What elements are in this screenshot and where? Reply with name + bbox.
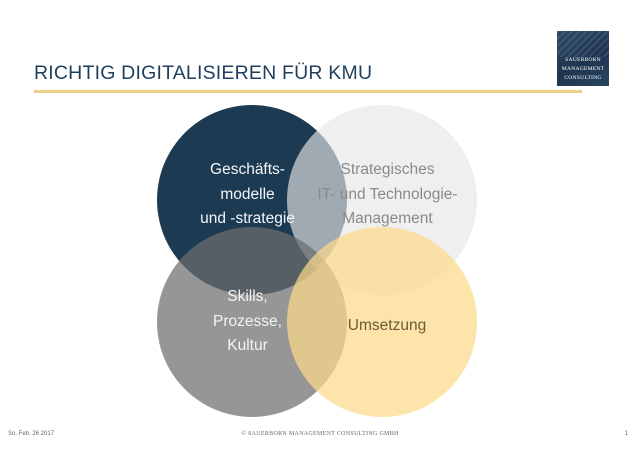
logo-line-3: CONSULTING bbox=[564, 75, 602, 81]
footer-copyright: © SAUERBORN MANAGEMENT CONSULTING GMBH bbox=[241, 431, 399, 437]
logo-line-1: SAUERBORN bbox=[565, 57, 601, 63]
slide-title: RICHTIG DIGITALISIEREN FÜR KMU bbox=[34, 62, 373, 84]
company-logo: SAUERBORN MANAGEMENT CONSULTING bbox=[557, 31, 609, 86]
footer-page-number: 1 bbox=[624, 431, 628, 437]
label-business-strategy: Geschäfts- modelle und -strategie bbox=[200, 161, 295, 227]
label-implementation: Umsetzung bbox=[347, 317, 427, 334]
circle-skills-processes bbox=[157, 227, 347, 417]
label-skills-processes: Skills, Prozesse, Kultur bbox=[213, 288, 282, 354]
title-underline bbox=[34, 90, 582, 93]
logo-line-2: MANAGEMENT bbox=[561, 66, 605, 72]
footer-date: So. Feb. 26 2017 bbox=[8, 431, 55, 437]
logo-artwork bbox=[557, 31, 609, 57]
label-it-management: Strategisches IT- und Technologie- Manag… bbox=[317, 161, 458, 227]
circle-implementation bbox=[287, 227, 477, 417]
